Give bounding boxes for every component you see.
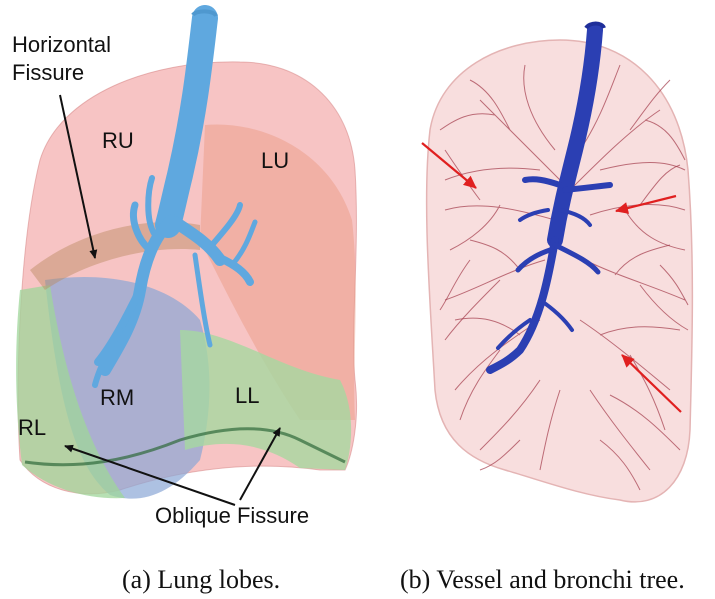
label-rl: RL bbox=[18, 415, 46, 440]
label-ll: LL bbox=[235, 383, 259, 408]
label-ru: RU bbox=[102, 128, 134, 153]
panel-b-vessel-bronchi-tree: (b) Vessel and bronchi tree. bbox=[400, 24, 692, 595]
label-rm: RM bbox=[100, 385, 134, 410]
caption-b: (b) Vessel and bronchi tree. bbox=[400, 565, 685, 594]
label-horizontal-fissure-1: Horizontal bbox=[12, 32, 111, 57]
lung-shape-b bbox=[427, 40, 693, 502]
label-oblique-fissure: Oblique Fissure bbox=[155, 503, 309, 528]
panel-a-lung-lobes: Horizontal Fissure RU LU RM LL RL Obliqu… bbox=[12, 11, 357, 594]
caption-a: (a) Lung lobes. bbox=[122, 565, 280, 594]
label-lu: LU bbox=[261, 148, 289, 173]
label-horizontal-fissure-2: Fissure bbox=[12, 60, 84, 85]
